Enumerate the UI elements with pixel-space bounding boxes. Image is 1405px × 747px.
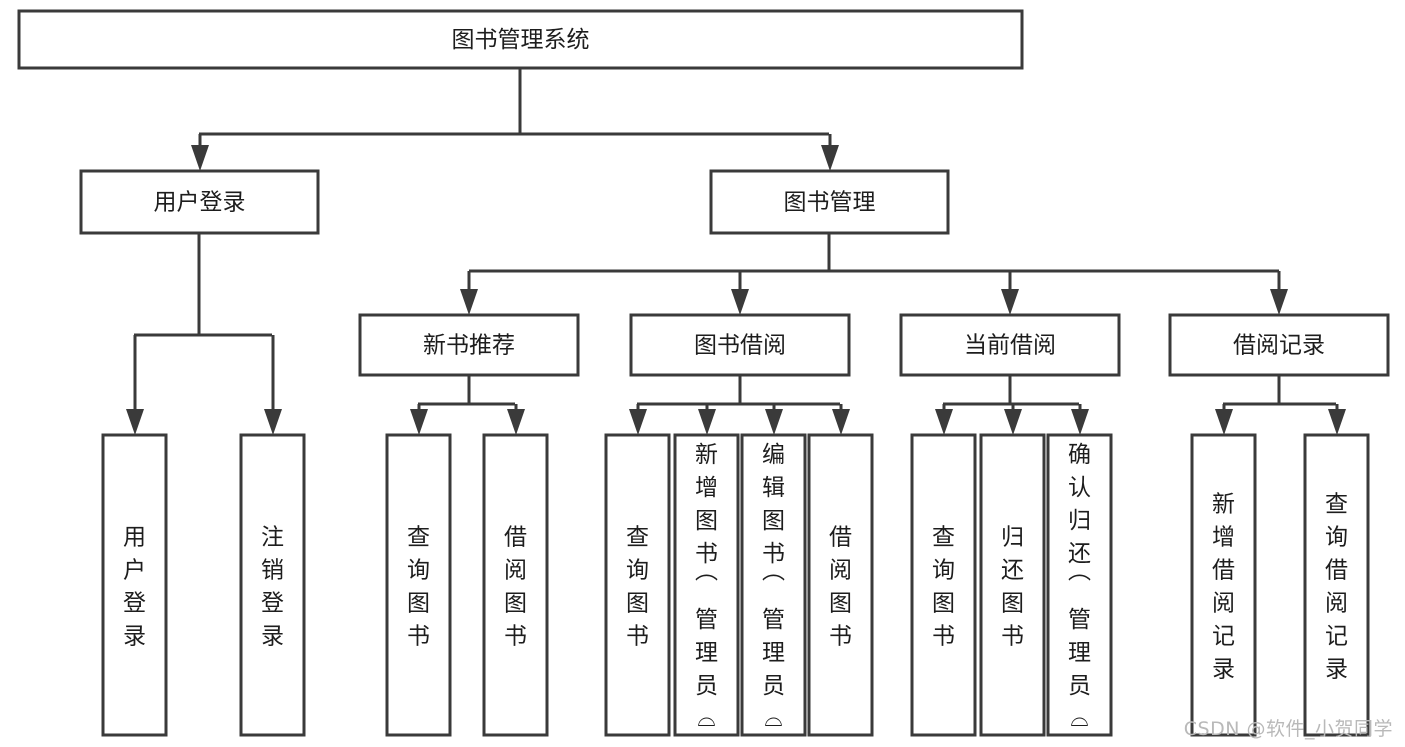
- node-borrow-record[interactable]: 借阅记录: [1168, 313, 1390, 377]
- node-label-leaf-query-book-borrow: 查询图书: [626, 525, 649, 650]
- node-box-leaf-query-book-borrow[interactable]: [604, 433, 671, 737]
- node-label-leaf-query-book-rec: 查询图书: [407, 525, 430, 650]
- edge-book-borrow-to-leaf-add-book: [698, 404, 716, 435]
- node-label-book-borrow: 图书借阅: [694, 333, 786, 359]
- node-box-leaf-confirm-return[interactable]: [1046, 433, 1113, 737]
- edge-book-manage-to-new-book-recommend: [460, 271, 478, 315]
- node-box-leaf-add-record[interactable]: [1190, 433, 1257, 737]
- node-box-leaf-query-book-rec[interactable]: [385, 433, 452, 737]
- edge-current-borrow-to-leaf-return-book: [1004, 404, 1022, 435]
- connector-fork-book-manage: [469, 233, 1279, 273]
- node-box-current-borrow[interactable]: [899, 313, 1121, 377]
- node-label-leaf-return-book: 归还图书: [1001, 525, 1024, 650]
- node-label-leaf-confirm-return: 确认归还⌒管理员⌓: [1068, 442, 1091, 732]
- node-box-book-borrow[interactable]: [629, 313, 851, 377]
- node-box-book-manage[interactable]: [709, 169, 950, 235]
- node-label-leaf-add-record: 新增借阅记录: [1212, 492, 1235, 683]
- node-box-new-book-recommend[interactable]: [358, 313, 580, 377]
- connector-fork-root: [199, 68, 829, 136]
- node-leaf-add-book[interactable]: 新增图书⌒管理员⌓: [673, 433, 740, 737]
- node-label-book-manage: 图书管理: [784, 190, 876, 216]
- node-box-root[interactable]: [17, 9, 1024, 70]
- connector-fork-borrow-record: [1223, 375, 1336, 406]
- connector-fork-new-book: [418, 375, 515, 406]
- node-label-leaf-edit-book: 编辑图书⌒管理员⌓: [762, 442, 785, 732]
- node-label-current-borrow: 当前借阅: [964, 333, 1056, 359]
- node-box-leaf-borrow-book[interactable]: [807, 433, 874, 737]
- node-label-leaf-query-record: 查询借阅记录: [1325, 492, 1348, 683]
- edge-root-to-book-manage: [821, 134, 839, 171]
- node-box-user-login[interactable]: [79, 169, 320, 235]
- node-leaf-query-book-rec[interactable]: 查询图书: [385, 433, 452, 737]
- connector-fork-current-borrow: [943, 375, 1079, 406]
- edge-borrow-record-to-leaf-add-record: [1215, 404, 1233, 435]
- node-leaf-confirm-return[interactable]: 确认归还⌒管理员⌓: [1046, 433, 1113, 737]
- edge-current-borrow-to-leaf-query-book-cur: [935, 404, 953, 435]
- node-leaf-return-book[interactable]: 归还图书: [979, 433, 1046, 737]
- connectors-layer: [126, 68, 1346, 435]
- edge-book-manage-to-borrow-record: [1270, 271, 1288, 315]
- node-box-leaf-user-login[interactable]: [101, 433, 168, 737]
- node-label-new-book-recommend: 新书推荐: [423, 333, 515, 359]
- node-leaf-query-record[interactable]: 查询借阅记录: [1303, 433, 1370, 737]
- node-box-leaf-query-book-cur[interactable]: [910, 433, 977, 737]
- node-new-book-recommend[interactable]: 新书推荐: [358, 313, 580, 377]
- node-box-leaf-borrow-book-rec[interactable]: [482, 433, 549, 737]
- node-leaf-logout[interactable]: 注销登录: [239, 433, 306, 737]
- node-leaf-user-login[interactable]: 用户登录: [101, 433, 168, 737]
- edge-new-book-recommend-to-leaf-borrow-book-rec: [507, 404, 525, 435]
- edge-book-manage-to-current-borrow: [1001, 271, 1019, 315]
- node-label-leaf-user-login: 用户登录: [123, 525, 146, 650]
- node-box-leaf-add-book[interactable]: [673, 433, 740, 737]
- node-box-leaf-query-record[interactable]: [1303, 433, 1370, 737]
- node-box-leaf-logout[interactable]: [239, 433, 306, 737]
- node-label-leaf-add-book: 新增图书⌒管理员⌓: [695, 442, 718, 732]
- node-label-leaf-logout: 注销登录: [261, 525, 284, 650]
- node-label-leaf-query-book-cur: 查询图书: [932, 525, 955, 650]
- node-label-leaf-borrow-book-rec: 借阅图书: [504, 525, 527, 650]
- node-box-leaf-return-book[interactable]: [979, 433, 1046, 737]
- edge-user-login-to-leaf-user-login: [126, 335, 144, 435]
- node-leaf-query-book-cur[interactable]: 查询图书: [910, 433, 977, 737]
- edge-current-borrow-to-leaf-confirm-return: [1071, 404, 1089, 435]
- node-label-root: 图书管理系统: [452, 27, 590, 53]
- node-label-leaf-borrow-book: 借阅图书: [829, 525, 852, 650]
- node-leaf-borrow-book[interactable]: 借阅图书: [807, 433, 874, 737]
- node-leaf-borrow-book-rec[interactable]: 借阅图书: [482, 433, 549, 737]
- node-label-borrow-record: 借阅记录: [1233, 333, 1325, 359]
- node-current-borrow[interactable]: 当前借阅: [899, 313, 1121, 377]
- edge-root-to-user-login: [191, 134, 209, 171]
- node-book-manage[interactable]: 图书管理: [709, 169, 950, 235]
- node-leaf-edit-book[interactable]: 编辑图书⌒管理员⌓: [740, 433, 807, 737]
- edge-book-manage-to-book-borrow: [731, 271, 749, 315]
- node-book-borrow[interactable]: 图书借阅: [629, 313, 851, 377]
- edge-user-login-to-leaf-logout: [264, 335, 282, 435]
- node-box-leaf-edit-book[interactable]: [740, 433, 807, 737]
- nodes-layer: 图书管理系统用户登录图书管理新书推荐图书借阅当前借阅借阅记录用户登录注销登录查询…: [17, 9, 1390, 737]
- node-leaf-query-book-borrow[interactable]: 查询图书: [604, 433, 671, 737]
- node-root[interactable]: 图书管理系统: [17, 9, 1024, 70]
- edge-book-borrow-to-leaf-borrow-book: [832, 404, 850, 435]
- node-user-login[interactable]: 用户登录: [79, 169, 320, 235]
- node-leaf-add-record[interactable]: 新增借阅记录: [1190, 433, 1257, 737]
- edge-book-borrow-to-leaf-edit-book: [765, 404, 783, 435]
- connector-fork-user-login: [134, 233, 272, 337]
- node-box-borrow-record[interactable]: [1168, 313, 1390, 377]
- connector-fork-book-borrow: [637, 375, 840, 406]
- edge-new-book-recommend-to-leaf-query-book-rec: [410, 404, 428, 435]
- edge-book-borrow-to-leaf-query-book-borrow: [629, 404, 647, 435]
- edge-borrow-record-to-leaf-query-record: [1328, 404, 1346, 435]
- node-label-user-login: 用户登录: [154, 190, 246, 216]
